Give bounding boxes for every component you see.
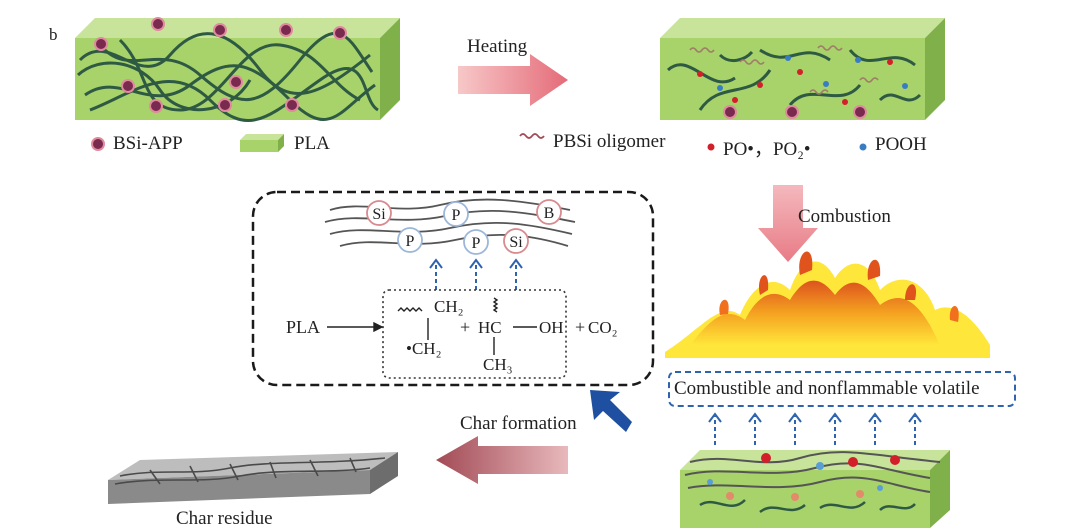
- volatile-box: [668, 371, 1016, 407]
- char-residue-label: Char residue: [176, 508, 273, 529]
- fragment2-hc: HC: [478, 318, 502, 337]
- fragment2-oh: OH: [539, 318, 564, 337]
- char-formation-label: Char formation: [460, 413, 577, 434]
- fragment2-bonds: [492, 297, 537, 355]
- combustion-arrow: [758, 185, 818, 262]
- pooh-legend: POOH: [875, 134, 927, 155]
- char-formation-arrow: [436, 436, 568, 484]
- pooh-marker: [859, 143, 867, 151]
- bsi-app-legend: BSi-APP: [113, 133, 183, 154]
- combustion-label: Combustion: [798, 206, 891, 227]
- co2-product: CO₂: [588, 318, 618, 337]
- heating-label: Heating: [467, 36, 528, 57]
- panel-label: b: [49, 25, 58, 44]
- reaction-reactant: PLA: [286, 317, 320, 337]
- pbsi-oligomer-marker: [519, 133, 545, 139]
- char-atom-label: P: [452, 207, 461, 224]
- flames-illustration: [665, 251, 990, 358]
- po-radicals-legend: PO•，PO₂•: [723, 139, 811, 160]
- bsi-app-marker: [91, 137, 105, 151]
- pla-marker: [240, 134, 284, 152]
- volatile-arrows: [708, 412, 922, 445]
- char-atom-b-2: B: [536, 199, 562, 225]
- fragment1-bottom: •CH₂: [406, 339, 442, 358]
- char-atom-si-5: Si: [503, 228, 529, 254]
- reactant-arrow: [327, 321, 384, 333]
- char-atom-label: P: [472, 235, 481, 252]
- fragment1-bonds: [397, 307, 429, 340]
- char-atom-label: Si: [509, 234, 523, 251]
- reaction-box: [382, 289, 567, 379]
- volatile-label: Combustible and nonflammable volatile: [674, 378, 980, 399]
- blue-arrow: [590, 390, 632, 432]
- char-atom-label: Si: [372, 206, 386, 223]
- pla-legend: PLA: [294, 133, 330, 154]
- fragment2-ch3: CH₃: [483, 355, 513, 374]
- plus-2: +: [575, 317, 585, 337]
- heating-arrow: [458, 54, 568, 106]
- plus-1: +: [460, 317, 470, 337]
- char-atom-p-4: P: [463, 229, 489, 255]
- fragment1-top: CH₂: [434, 297, 464, 316]
- char-arrows: [429, 258, 523, 290]
- pbsi-oligomer-legend: PBSi oligomer: [553, 131, 666, 152]
- char-atom-si-0: Si: [366, 200, 392, 226]
- mechanism-box: [251, 190, 655, 387]
- char-residue-slab: [108, 452, 398, 504]
- char-atom-p-1: P: [443, 201, 469, 227]
- po-radical-marker: [707, 143, 715, 151]
- char-atom-p-3: P: [397, 227, 423, 253]
- pla-block-initial: [75, 17, 400, 122]
- char-atom-label: B: [544, 205, 555, 222]
- char-atom-label: P: [406, 233, 415, 250]
- pla-block-burning: [680, 450, 950, 528]
- pla-block-heated: [660, 18, 945, 120]
